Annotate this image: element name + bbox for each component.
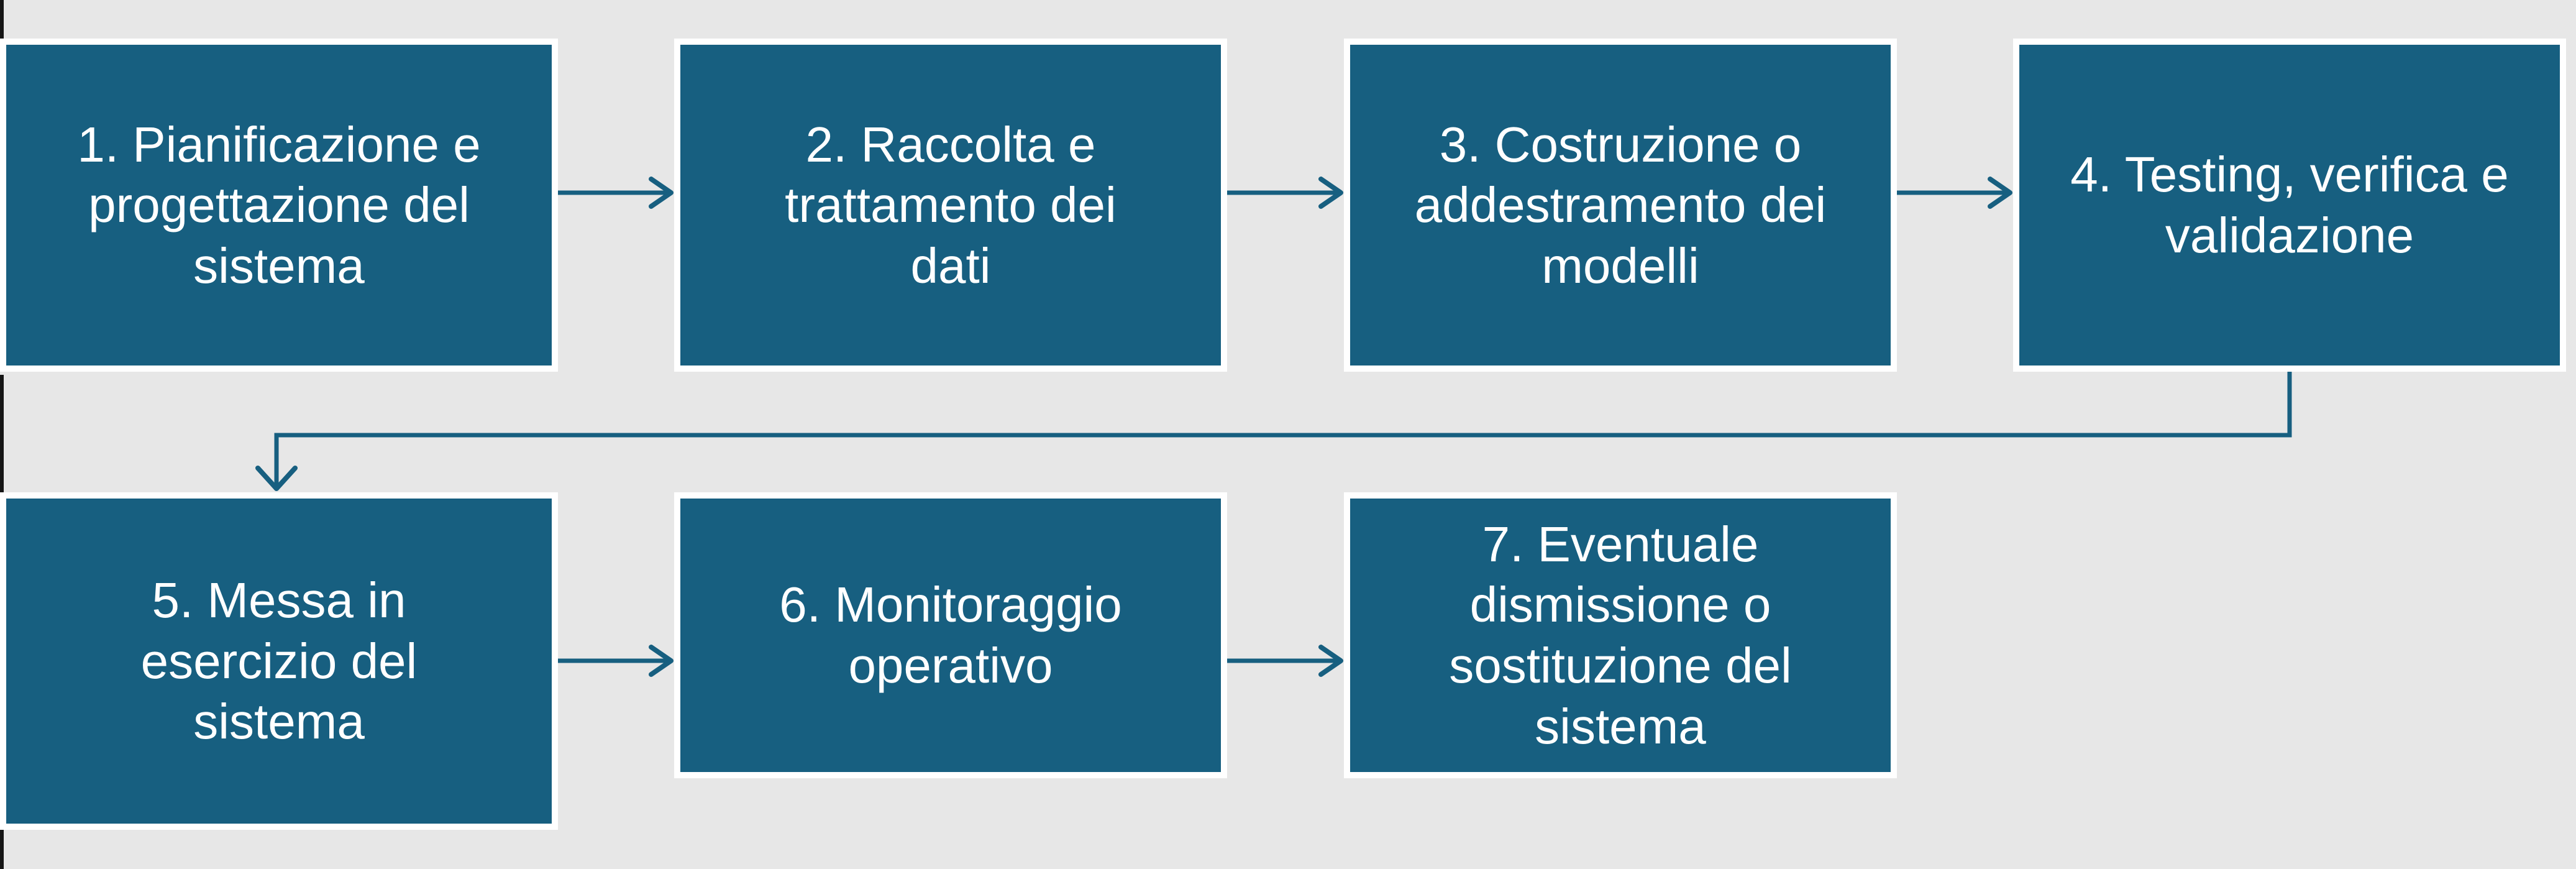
- flow-step-5: 5. Messa in esercizio del sistema: [0, 492, 558, 830]
- flow-step-3: 3. Costruzione o addestramento dei model…: [1344, 39, 1897, 372]
- arrowhead-right-icon: [649, 177, 674, 209]
- arrowhead-right-icon: [1318, 177, 1343, 209]
- flow-step-2: 2. Raccolta e trattamento dei dati: [674, 39, 1227, 372]
- screen-edge-artifact-top: [0, 0, 4, 39]
- text-line: trattamento dei: [785, 177, 1117, 233]
- connector-step5-step6: [558, 645, 674, 677]
- connector-step4-step5: [255, 372, 2292, 491]
- arrowhead-right-icon: [1988, 177, 2012, 209]
- screen-edge-artifact-middle: [0, 375, 4, 493]
- text-line: sistema: [193, 237, 365, 293]
- flow-step-3-label: 3. Costruzione o addestramento dei model…: [1415, 114, 1827, 297]
- arrowhead-right-icon: [1318, 645, 1343, 677]
- text-line: 4. Testing, verifica e: [2070, 147, 2509, 203]
- text-line: 5. Messa in: [152, 572, 406, 628]
- screen-edge-artifact-bottom: [0, 830, 4, 869]
- flow-step-7: 7. Eventuale dismissione o sostituzione …: [1344, 492, 1897, 778]
- text-line: sistema: [193, 694, 365, 750]
- arrowhead-right-icon: [649, 645, 674, 677]
- flow-step-5-label: 5. Messa in esercizio del sistema: [141, 570, 418, 752]
- connector-step3-step4: [1897, 177, 2012, 209]
- text-line: dati: [910, 237, 991, 293]
- text-line: sistema: [1535, 698, 1706, 754]
- text-line: operativo: [848, 638, 1053, 693]
- text-line: addestramento dei: [1414, 177, 1827, 233]
- connector-step2-step3: [1227, 177, 1343, 209]
- text-line: esercizio del: [140, 633, 418, 689]
- text-line: 2. Raccolta e: [805, 116, 1096, 172]
- flow-step-4: 4. Testing, verifica e validazione: [2013, 39, 2566, 372]
- flow-step-1: 1. Pianificazione e progettazione del si…: [0, 39, 558, 372]
- text-line: 6. Monitoraggio: [779, 577, 1122, 633]
- flow-step-7-label: 7. Eventuale dismissione o sostituzione …: [1449, 514, 1791, 756]
- flow-step-4-label: 4. Testing, verifica e validazione: [2070, 144, 2509, 265]
- flow-step-1-label: 1. Pianificazione e progettazione del si…: [77, 114, 480, 297]
- text-line: modelli: [1541, 237, 1699, 293]
- text-line: sostituzione del: [1449, 638, 1792, 693]
- arrowhead-down-icon: [255, 466, 298, 491]
- text-line: dismissione o: [1469, 577, 1771, 633]
- text-line: 7. Eventuale: [1482, 516, 1759, 572]
- flow-step-6-label: 6. Monitoraggio operativo: [779, 574, 1121, 696]
- flow-step-2-label: 2. Raccolta e trattamento dei dati: [785, 114, 1117, 297]
- text-line: progettazione del: [88, 177, 470, 233]
- flow-step-6: 6. Monitoraggio operativo: [674, 492, 1227, 778]
- text-line: 1. Pianificazione e: [77, 116, 481, 172]
- text-line: validazione: [2165, 208, 2414, 263]
- connector-step6-step7: [1227, 645, 1343, 677]
- connector-step1-step2: [558, 177, 674, 209]
- text-line: 3. Costruzione o: [1439, 116, 1802, 172]
